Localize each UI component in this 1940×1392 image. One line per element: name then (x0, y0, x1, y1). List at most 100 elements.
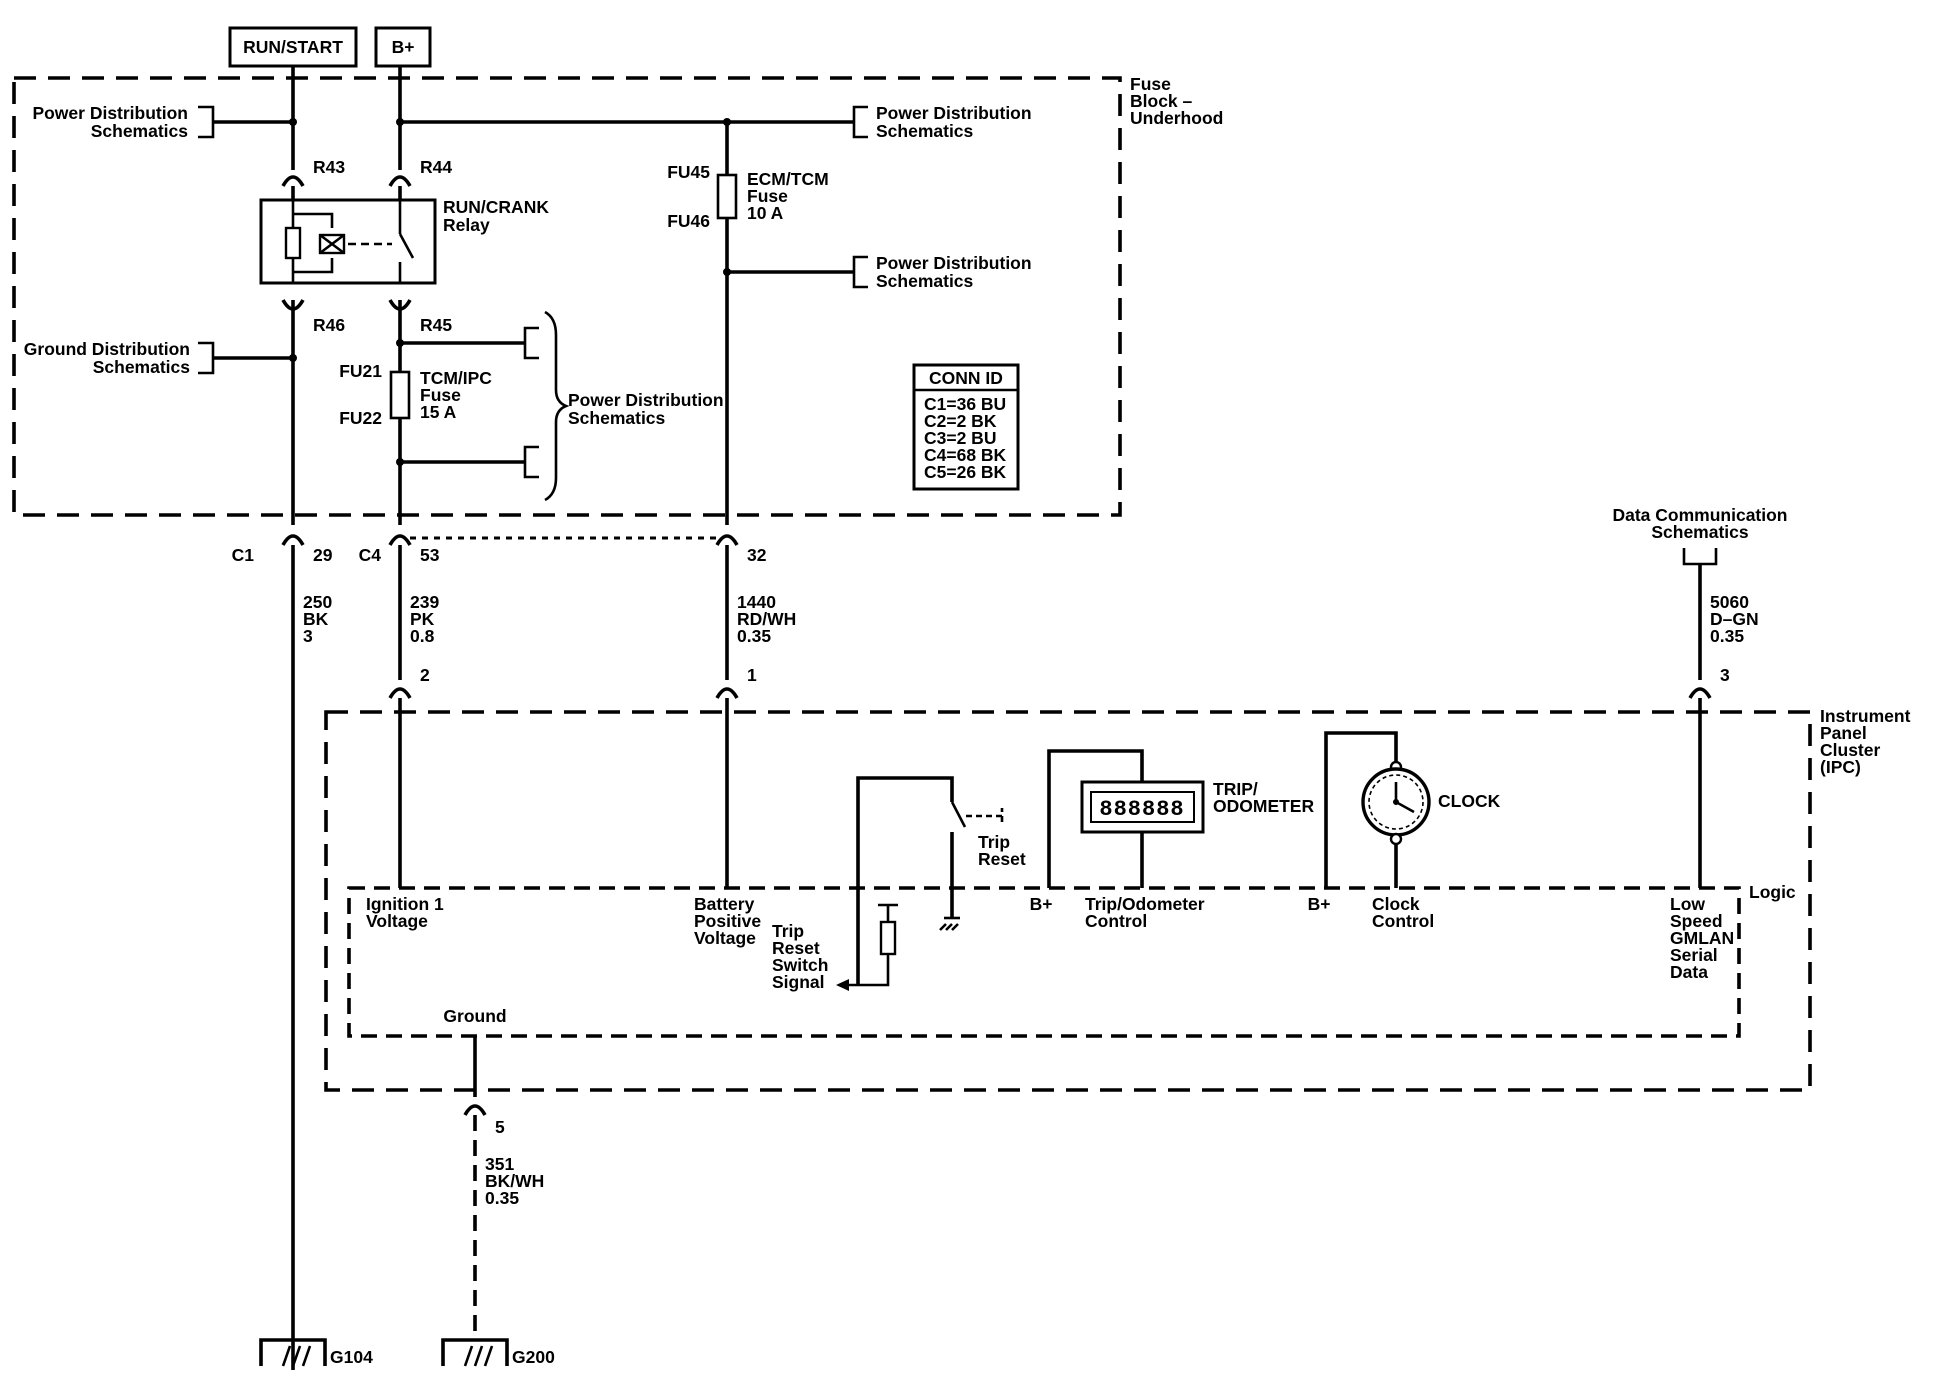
fuse-block-outline (12, 76, 1122, 517)
svg-text:Data: Data (1670, 962, 1708, 982)
run-start-label: RUN/START (243, 37, 343, 57)
svg-text:351: 351 (485, 1154, 514, 1174)
low-speed-gmlan: Low Speed GMLAN Serial Data (1670, 894, 1734, 982)
svg-text:PK: PK (410, 609, 435, 629)
svg-text:Serial: Serial (1670, 945, 1718, 965)
relay-name: RUN/CRANK (443, 197, 549, 217)
svg-text:15 A: 15 A (420, 402, 457, 422)
power-dist-ref-right-mid: Power Distribution Schematics (727, 253, 1032, 291)
connector-c4: C4 (359, 545, 382, 565)
ground-g200: G200 (441, 1338, 555, 1367)
svg-text:Trip: Trip (772, 921, 804, 941)
svg-text:Low: Low (1670, 894, 1705, 914)
power-dist-ref-left: Power Distribution Schematics (32, 103, 293, 141)
svg-text:Power Distribution: Power Distribution (876, 253, 1032, 273)
trip-odometer-control-label: Trip/Odometer (1085, 894, 1205, 914)
power-dist-ref-right-top: Power Distribution Schematics (852, 103, 1032, 141)
svg-text:GMLAN: GMLAN (1670, 928, 1734, 948)
svg-text:3: 3 (303, 626, 313, 646)
svg-text:Signal: Signal (772, 972, 825, 992)
logic-outline (347, 886, 1741, 1038)
data-comm-ref: Data Communication Schematics 5060 D–GN … (1612, 505, 1788, 888)
svg-text:29: 29 (313, 545, 333, 565)
svg-text:Ground Distribution: Ground Distribution (24, 339, 190, 359)
ipc-outline (324, 710, 1812, 1092)
conn-id-row: C3=2 BU (924, 428, 996, 448)
svg-text:1: 1 (747, 665, 757, 685)
fuse-pin-fu46: FU46 (667, 211, 710, 231)
fuse-block-title: Fuse Block – Underhood (1130, 74, 1223, 128)
svg-text:ECM/TCM: ECM/TCM (747, 169, 829, 189)
wire-239: 239 PK 0.8 (410, 592, 439, 646)
svg-text:250: 250 (303, 592, 332, 612)
ground-label: Ground (443, 1006, 506, 1026)
clock-control-label: Clock (1372, 894, 1420, 914)
relay-pin-r46: R46 (313, 315, 345, 335)
run-crank-relay: R43 R44 R46 R45 RUN/CRANK Relay (259, 157, 549, 335)
svg-text:Schematics: Schematics (568, 408, 666, 428)
svg-text:1440: 1440 (737, 592, 776, 612)
relay-pin-r43: R43 (313, 157, 345, 177)
svg-text:0.35: 0.35 (737, 626, 771, 646)
b-plus-source: B+ (374, 26, 432, 68)
ignition-voltage-label: Ignition 1 (366, 894, 444, 914)
svg-text:3: 3 (1720, 665, 1730, 685)
ground-dist-ref: Ground Distribution Schematics (24, 339, 293, 377)
svg-text:10 A: 10 A (747, 203, 784, 223)
svg-text:Trip: Trip (978, 832, 1010, 852)
ground-g104: G104 (259, 1338, 373, 1367)
svg-text:CLOCK: CLOCK (1438, 791, 1501, 811)
b-plus-label: B+ (392, 37, 415, 57)
svg-text:Power Distribution: Power Distribution (32, 103, 188, 123)
svg-text:ODOMETER: ODOMETER (1213, 796, 1314, 816)
clock: CLOCK B+ Clock Control (1308, 731, 1501, 931)
conn-id-row: C5=26 BK (924, 462, 1007, 482)
connector-c1: C1 (232, 545, 255, 565)
conn-id-row: C2=2 BK (924, 411, 997, 431)
wire-1440: 1440 RD/WH 0.35 (737, 592, 796, 646)
run-start-source: RUN/START (228, 26, 358, 68)
battery-voltage-label: Battery (694, 894, 755, 914)
svg-text:D–GN: D–GN (1710, 609, 1759, 629)
relay-pin-r44: R44 (420, 157, 452, 177)
svg-text:Schematics: Schematics (91, 121, 189, 141)
svg-text:Speed: Speed (1670, 911, 1723, 931)
svg-text:Schematics: Schematics (876, 121, 974, 141)
svg-text:Schematics: Schematics (1651, 522, 1749, 542)
fuse-pin-fu21: FU21 (339, 361, 382, 381)
svg-text:Control: Control (1372, 911, 1434, 931)
svg-text:RD/WH: RD/WH (737, 609, 796, 629)
logic-label: Logic (1749, 882, 1796, 902)
svg-text:32: 32 (747, 545, 767, 565)
fuse-pin-fu45: FU45 (667, 162, 710, 182)
tcm-ipc-fuse: FU21 FU22 TCM/IPC Fuse 15 A Power Distri… (339, 310, 724, 502)
svg-text:5060: 5060 (1710, 592, 1749, 612)
svg-text:239: 239 (410, 592, 439, 612)
svg-text:Power Distribution: Power Distribution (876, 103, 1032, 123)
ipc-ground: Ground 5 351 BK/WH 0.35 (443, 1006, 544, 1340)
svg-text:Fuse: Fuse (747, 186, 788, 206)
svg-text:0.8: 0.8 (410, 626, 435, 646)
fuse-block-connectors: C1 29 C4 53 32 (232, 534, 767, 565)
svg-text:BK: BK (303, 609, 329, 629)
svg-text:G200: G200 (512, 1347, 555, 1367)
svg-text:Positive: Positive (694, 911, 761, 931)
svg-text:TCM/IPC: TCM/IPC (420, 368, 492, 388)
svg-text:B+: B+ (1308, 894, 1331, 914)
svg-text:0.35: 0.35 (1710, 626, 1744, 646)
svg-text:B+: B+ (1030, 894, 1053, 914)
svg-text:Reset: Reset (772, 938, 820, 958)
svg-text:Voltage: Voltage (366, 911, 428, 931)
conn-id-title: CONN ID (929, 368, 1003, 388)
svg-text:Voltage: Voltage (694, 928, 756, 948)
fuse-pin-fu22: FU22 (339, 408, 382, 428)
conn-id-row: C4=68 BK (924, 445, 1007, 465)
svg-text:TRIP/: TRIP/ (1213, 779, 1258, 799)
trip-reset-switch: Trip Reset Trip Reset Switch Signal (772, 776, 1026, 992)
svg-text:Control: Control (1085, 911, 1147, 931)
svg-text:Reset: Reset (978, 849, 1026, 869)
relay-pin-r45: R45 (420, 315, 452, 335)
svg-text:53: 53 (420, 545, 440, 565)
wire-250: 250 BK 3 (303, 592, 332, 646)
